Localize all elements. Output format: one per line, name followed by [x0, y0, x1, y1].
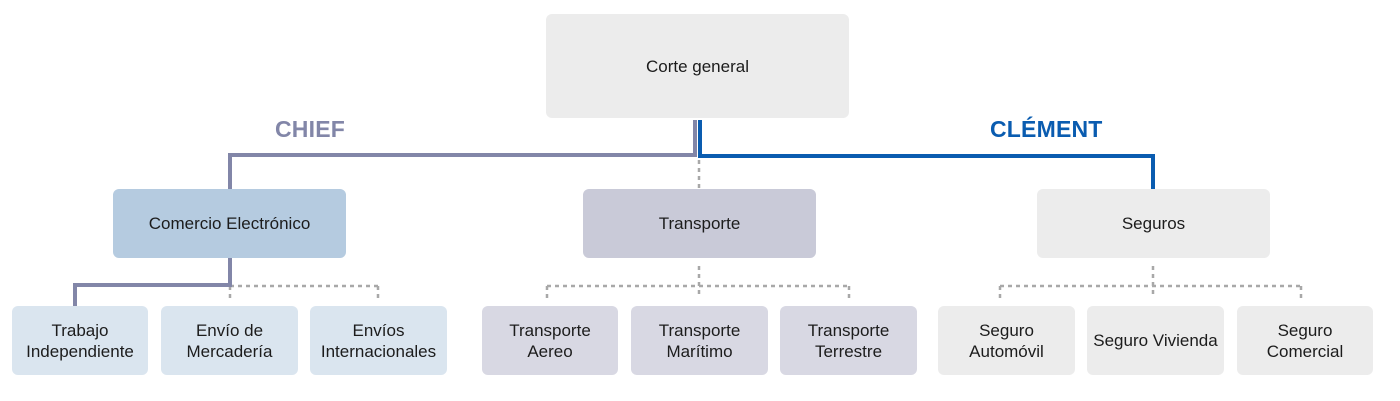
leaf-label: Transporte Terrestre	[807, 320, 890, 361]
leaf-label: Seguro Comercial	[1266, 320, 1344, 361]
root-label: Corte general	[645, 56, 749, 76]
clement-path	[698, 120, 1155, 189]
connector-transporte-children	[545, 266, 851, 298]
leaf-seguro-automovil: Seguro Automóvil	[938, 306, 1075, 375]
leaf-label: Transporte Aereo	[509, 320, 591, 361]
leaf-label: Seguro Automóvil	[969, 320, 1044, 361]
connector-comercio-children	[228, 284, 380, 298]
leader-chief: CHIEF	[275, 116, 345, 142]
leaf-label: Seguro Vivienda	[1093, 331, 1218, 350]
branch-comercio-electronico: Comercio Electrónico	[113, 189, 346, 258]
branch-label: Transporte	[658, 214, 741, 233]
root-node: Corte general	[546, 14, 849, 118]
leaf-transporte-aereo: Transporte Aereo	[482, 306, 618, 375]
leaf-label: Envío de Mercadería	[186, 320, 273, 361]
leaf-envios-internacionales: Envíos Internacionales	[310, 306, 447, 375]
chief-path	[73, 120, 697, 306]
leaf-seguro-vivienda: Seguro Vivienda	[1087, 306, 1224, 375]
branch-label: Comercio Electrónico	[148, 214, 311, 233]
branch-seguros: Seguros	[1037, 189, 1270, 258]
leaf-transporte-maritimo: Transporte Marítimo	[631, 306, 768, 375]
leaf-label: Envíos Internacionales	[320, 320, 437, 361]
leaf-label: Trabajo Independiente	[26, 320, 134, 361]
leaf-transporte-terrestre: Transporte Terrestre	[780, 306, 917, 375]
leader-clement: CLÉMENT	[990, 116, 1103, 142]
leaf-envio-de-mercaderia: Envío de Mercadería	[161, 306, 298, 375]
branch-transporte: Transporte	[583, 189, 816, 258]
leaf-label: Transporte Marítimo	[658, 320, 741, 361]
leaf-trabajo-independiente: Trabajo Independiente	[12, 306, 148, 375]
branch-label: Seguros	[1121, 214, 1186, 233]
connector-seguros-children	[998, 266, 1303, 298]
leaf-seguro-comercial: Seguro Comercial	[1237, 306, 1373, 375]
